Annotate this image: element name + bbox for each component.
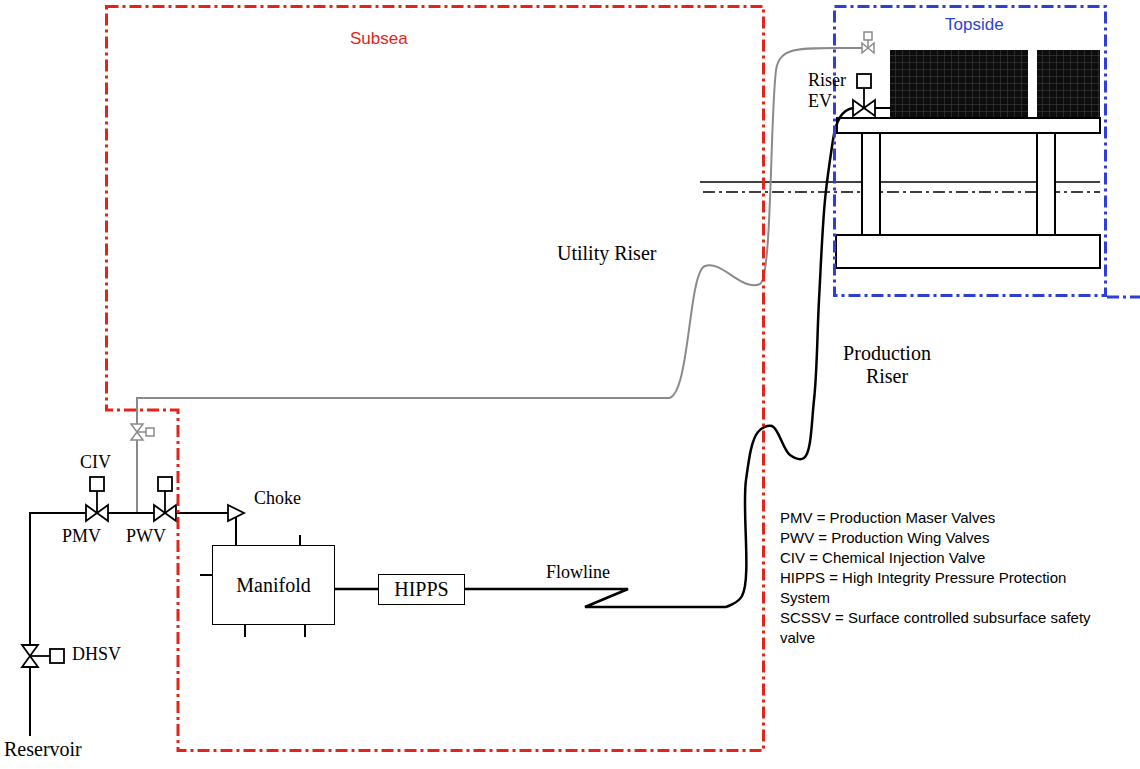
valve-actuator [857,74,871,88]
topside-boundary [1107,296,1140,299]
valve-stem [867,40,869,48]
region-title: Subsea [350,29,408,49]
region-outline [105,5,765,752]
region-outline [833,5,1107,297]
topside-module-grid [1037,50,1100,118]
box-label: Manifold [236,574,310,597]
riser-label: Production Riser [832,342,942,388]
platform-pontoon [836,235,1100,268]
valve-actuator [146,428,154,436]
region-title: Topside [945,15,1004,35]
platform-leg [1037,133,1055,235]
abbreviation-note: HIPPS = High Integrity Pressure Protecti… [780,568,1100,608]
valve-label: CIV [80,452,111,473]
subsea-region: SubseaManifold HIPPS [105,5,765,752]
manifold-box: Manifold [212,545,335,625]
abbreviation-note: SCSSV = Surface controlled subsurface sa… [780,608,1100,648]
valve-actuator [158,477,172,491]
valve-stem [96,491,98,513]
abbreviation-note: CIV = Chemical Injection Valve [780,548,1100,568]
valve-stem [164,491,166,513]
choke-line [235,517,237,545]
abbreviation-note: PMV = Production Maser Valves [780,508,1100,528]
hipps-box: HIPPS [378,574,465,605]
platform-deck [837,118,1100,133]
topside-module [1037,50,1100,118]
valve-stem [30,655,50,657]
valve-label: DHSV [72,644,121,665]
region-border [835,7,1106,296]
riser-deck-line [875,107,890,109]
valve-stem [863,88,865,108]
flowline-riser [465,140,833,607]
pipe-connector [335,588,378,591]
abbreviation-list: PMV = Production Maser ValvesPWV = Produ… [780,508,1100,648]
topside-module [890,50,1028,118]
riser-label: Utility Riser [557,242,656,265]
abbreviation-note: PWV = Production Wing Valves [780,528,1100,548]
valve-stem [137,431,146,433]
valve-label: PMV [62,526,101,547]
flowline-label: Flowline [546,562,610,583]
reservoir-label: Reservoir [4,738,82,761]
well-line [30,513,228,736]
valve-label: PWV [126,526,166,547]
valve-actuator [864,32,872,40]
valve-actuator [90,477,104,491]
platform-leg [862,133,880,235]
region-border [107,7,764,751]
valve-label: Riser EV [808,70,852,111]
box-label: HIPPS [394,578,448,601]
topside-module-grid [890,50,1028,118]
choke-label: Choke [254,488,301,509]
topside-region: Topside [833,5,1107,297]
valve-actuator [50,649,64,663]
